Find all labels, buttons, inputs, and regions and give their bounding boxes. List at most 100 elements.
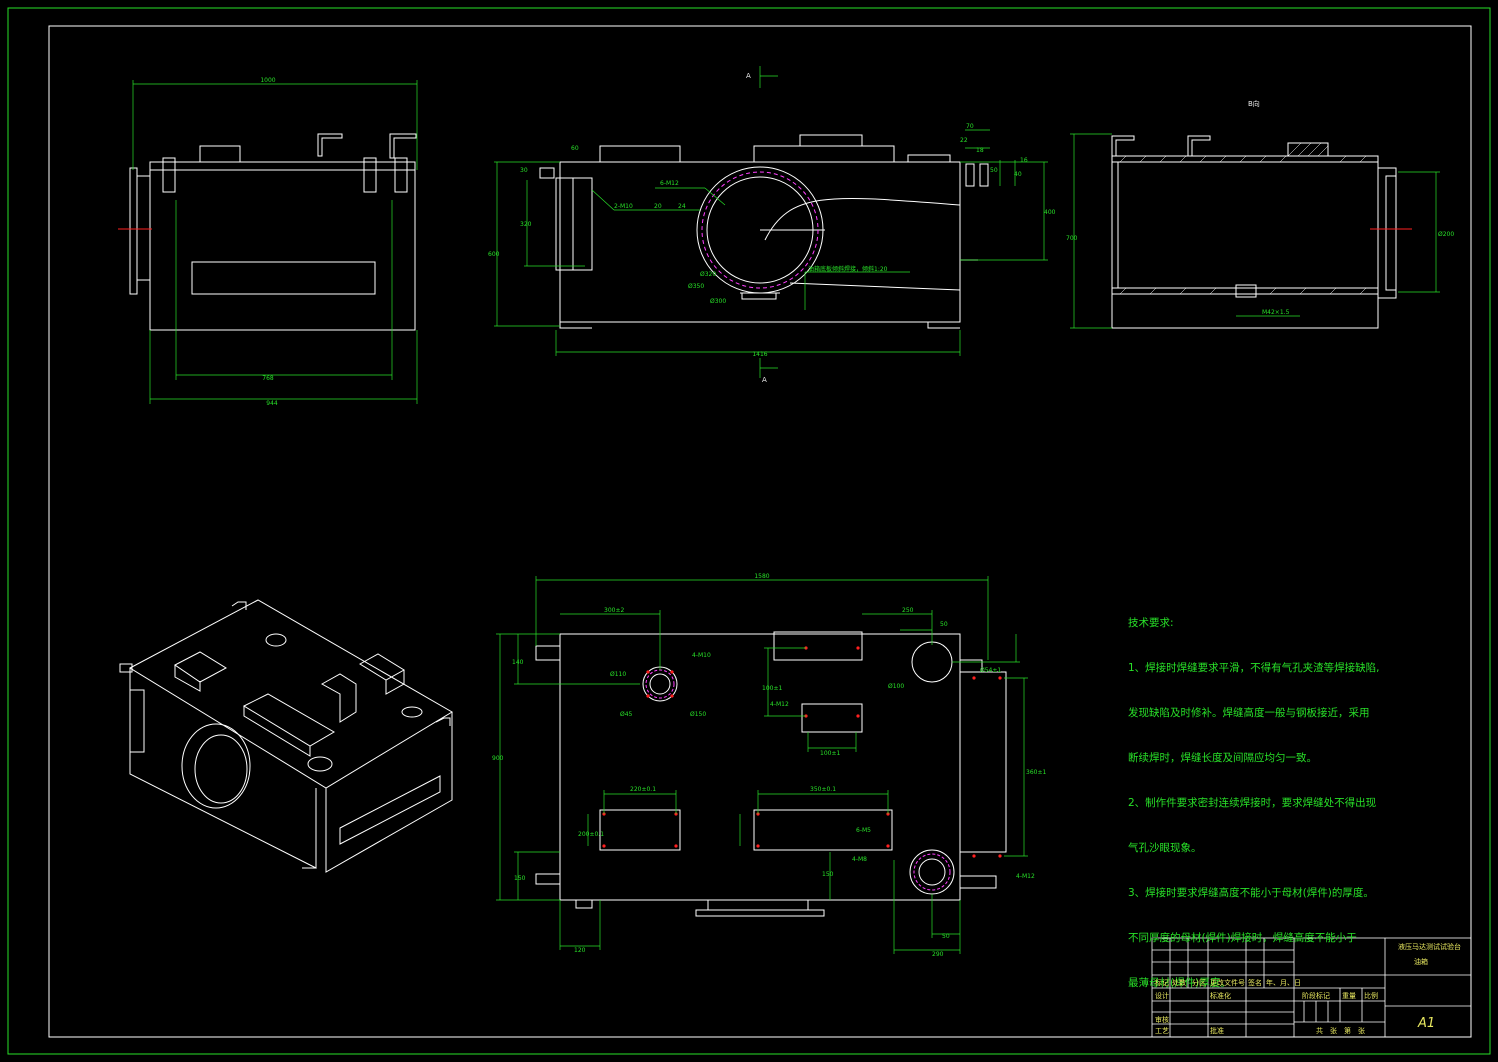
sign-label: 设计 [1155,992,1169,1000]
svg-text:700: 700 [1066,235,1078,242]
svg-text:100±1: 100±1 [762,685,782,692]
right-view-title: B向 [1248,99,1260,108]
svg-text:4-M8: 4-M8 [852,856,867,863]
svg-text:4-M12: 4-M12 [1016,873,1035,880]
svg-text:2-M10: 2-M10 [614,203,633,210]
tech-req-line: 3、焊接时要求焊缝高度不能小于母材(焊件)的厚度。 [1128,887,1374,899]
sign-label: 审核 [1155,1016,1169,1024]
left-dim-width-top: 1000 [260,77,275,84]
svg-text:100±1: 100±1 [820,750,840,757]
svg-text:350±0.1: 350±0.1 [810,786,836,793]
left-view [129,133,417,331]
sign-label: 批准 [1210,1027,1224,1035]
inner-frame [48,25,1472,1038]
svg-text:290: 290 [932,951,944,958]
svg-text:6-M12: 6-M12 [660,180,679,187]
tech-req-line: 不同厚度的母材(焊件)焊接时，焊缝高度不能小于 [1128,932,1357,944]
tech-req-heading: 技术要求: [1128,617,1174,629]
svg-text:320: 320 [520,221,532,228]
tech-req-line: 1、焊接时焊缝要求平滑，不得有气孔夹渣等焊接缺陷, [1128,662,1380,674]
tech-req-line: 断续焊时，焊缝长度及间隔应均匀一致。 [1128,752,1317,764]
sheet-label: 张 [1330,1027,1337,1035]
svg-text:50: 50 [940,621,948,628]
top-bolt-circle-2 [913,853,951,891]
svg-text:Ø45: Ø45 [620,711,633,718]
svg-text:M42×1.5: M42×1.5 [1262,309,1290,316]
svg-text:250: 250 [902,607,914,614]
left-view-dimensions [132,80,418,404]
tech-req-line: 发现缺陷及时修补。焊缝高度一般与钢板接近，采用 [1128,707,1370,719]
isometric-view [119,599,453,873]
left-dim-inner: 768 [262,375,274,382]
svg-text:150: 150 [822,871,834,878]
top-view-holes [602,646,1002,858]
left-dim-overall: 944 [266,400,278,407]
svg-text:22: 22 [960,137,968,144]
row-label: 签名 [1248,979,1262,987]
svg-text:1416: 1416 [752,351,767,358]
svg-text:16: 16 [1020,157,1028,164]
sheet-label: 张 [1358,1027,1365,1035]
row-label: 分区 [1192,979,1206,987]
svg-text:70: 70 [966,123,974,130]
stage-label: 比例 [1364,992,1378,1000]
svg-text:120: 120 [574,947,586,954]
front-view-dimensions [494,66,1048,378]
svg-text:140: 140 [512,659,524,666]
row-label: 年、月、日 [1266,979,1301,987]
stage-label: 阶段标记 [1302,992,1330,1000]
svg-text:1580: 1580 [754,573,769,580]
svg-text:400: 400 [1044,209,1056,216]
row-label: 标记 [1155,979,1169,987]
outer-frame [7,7,1491,1055]
sheet-label: 第 [1344,1027,1351,1035]
front-bolt-circle [701,171,819,289]
svg-text:200±0.1: 200±0.1 [578,831,604,838]
svg-text:30: 30 [520,167,528,174]
row-label: 更改文件号 [1210,979,1245,987]
stage-label: 重量 [1342,992,1356,1000]
svg-text:Ø350: Ø350 [688,283,704,290]
svg-text:60: 60 [571,145,579,152]
front-view [539,134,989,329]
part-name: 油箱 [1414,958,1428,966]
row-label: 处数 [1172,979,1186,987]
title-block [1151,937,1472,1038]
svg-text:Ø54±1: Ø54±1 [980,667,1001,674]
svg-text:150: 150 [514,875,526,882]
front-dimension-texts: 60 30 320 600 70 22 18 50 16 40 400 1416… [488,72,1056,384]
sign-label: 工艺 [1155,1027,1169,1035]
tech-req-line: 最薄母材(焊件)厚度。 [1128,977,1231,989]
drawing-name: 液压马达测试试验台 [1398,943,1461,951]
svg-text:600: 600 [488,251,500,258]
svg-text:A: A [746,72,751,80]
right-view [1111,135,1397,329]
svg-text:Ø320: Ø320 [700,271,716,278]
svg-text:4-M10: 4-M10 [692,652,711,659]
svg-text:A: A [762,376,767,384]
svg-text:4-M12: 4-M12 [770,701,789,708]
technical-requirements: 技术要求: 1、焊接时焊缝要求平滑，不得有气孔夹渣等焊接缺陷, 发现缺陷及时修补… [1128,586,1418,1006]
tech-req-line: 2、制作件要求密封连续焊接时，要求焊缝处不得出现 [1128,797,1377,809]
svg-text:900: 900 [492,755,504,762]
svg-text:18: 18 [976,147,984,154]
top-dimension-texts: 1580 300±2 250 50 140 4-M10 Ø110 4-M12 Ø… [492,573,1046,958]
front-slope-note: 油箱底板倾斜焊接，倾斜1:20 [808,265,888,273]
svg-text:300±2: 300±2 [604,607,624,614]
svg-text:40: 40 [1014,171,1022,178]
svg-text:220±0.1: 220±0.1 [630,786,656,793]
svg-text:20: 20 [654,203,662,210]
svg-text:360±1: 360±1 [1026,769,1046,776]
right-hatching [1119,142,1367,295]
svg-text:50: 50 [942,933,950,940]
svg-text:Ø150: Ø150 [690,711,706,718]
sheet-size: A1 [1418,1016,1436,1031]
top-view-dimensions [496,576,1028,954]
svg-text:Ø300: Ø300 [710,298,726,305]
svg-text:6-M5: 6-M5 [856,827,871,834]
right-view-dimensions [1070,133,1440,329]
svg-text:Ø200: Ø200 [1438,231,1454,238]
top-view [535,631,1007,917]
tech-req-line: 气孔沙眼现象。 [1128,842,1202,854]
